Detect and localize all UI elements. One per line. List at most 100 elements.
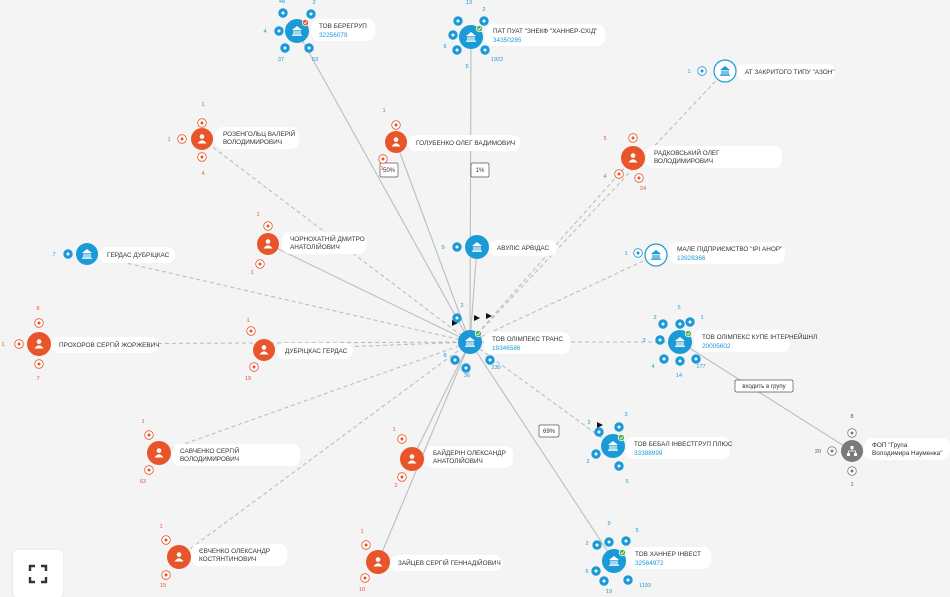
edge-zaits-center[interactable] [377,341,471,563]
node-label-box [425,446,513,468]
node-count: 6 [36,306,39,312]
edge-baid-center[interactable] [411,341,471,460]
node-count: 7 [52,252,55,258]
node-count: 9 [441,245,444,251]
node-label-box [484,332,570,354]
node-circle[interactable] [257,233,279,255]
node-count: 15 [160,583,166,589]
node-count: 2 [586,459,589,465]
edge-olimp-fop[interactable] [679,341,853,452]
company-icon [651,250,661,260]
node-circle[interactable] [253,339,275,361]
edge-gerdas2-center[interactable] [263,341,471,351]
node-count: 4 [651,364,654,370]
fullscreen-button[interactable] [13,550,63,597]
node-count: 1 [201,102,204,108]
node-count: 10 [359,587,365,593]
edge-gerdas1-center[interactable] [86,253,471,343]
edges-layer [38,30,853,563]
node-label-box [627,547,711,569]
node-circle[interactable] [191,128,213,150]
company-icon [472,242,482,252]
node-pat[interactable]: ПАТ ПУАТ "ЗНЕКФ "ХАННЕР-СХІД"34350285132… [443,0,605,70]
node-circle[interactable] [27,332,51,356]
node-label-box [408,135,520,151]
node-circle[interactable] [147,441,171,465]
node-count: 2 [653,315,656,321]
edge-label-text: 50% [383,168,396,174]
node-count: 1 [141,419,144,425]
edge-sevch-center[interactable] [178,341,471,558]
node-circle[interactable] [400,447,424,471]
node-circle[interactable] [465,235,489,259]
edge-savch-center[interactable] [158,341,471,454]
node-count: 1 [382,108,385,114]
edge-arrow [597,422,603,428]
node-label-box [172,444,300,466]
company-icon [465,337,475,347]
node-circle[interactable] [621,146,645,170]
node-label-box [646,146,782,168]
node-count: 1 [360,529,363,535]
node-label-box [669,242,785,264]
node-name: ТОВ БЕБАЛ ІНВЕСТГРУП ПЛЮС [634,441,733,448]
node-label-box [390,555,502,571]
node-name: ГЕРДАС ДУБРІЦКАС [107,252,170,259]
edge-pat-center[interactable] [469,36,472,343]
edge-bergrup-center[interactable] [296,30,471,343]
edge-azon-center[interactable] [469,70,726,343]
node-azon[interactable]: АТ ЗАКРИТОГО ТИПУ "АЗОН"1 [687,59,835,83]
node-circle[interactable] [385,131,407,153]
person-icon [259,345,269,355]
company-icon [608,441,618,451]
edge-khanner-center[interactable] [469,341,615,562]
node-count: 2 [482,7,485,13]
person-icon [373,557,383,567]
edge-avulis-center[interactable] [469,246,478,343]
edge-golub-center[interactable] [395,141,471,343]
edge-label-golub_center: 50% [379,162,399,178]
node-circle[interactable] [713,59,737,83]
edge-label-text: 1% [476,168,485,174]
edge-chorn-center[interactable] [267,243,471,343]
node-gerdas1[interactable]: ГЕРДАС ДУБРІЦКАС 7 [52,243,175,265]
edge-arrow [452,320,458,326]
node-count: 8 [443,353,446,359]
node-circle[interactable] [167,545,191,569]
node-count: 4 [603,174,606,180]
node-count: 14 [676,373,682,379]
edge-male-center[interactable] [469,254,657,343]
node-count: 1 [159,524,162,530]
node-circle[interactable] [644,243,668,267]
node-label-box [694,330,790,352]
node-label-box [277,343,353,359]
node-code: 20005602 [702,343,731,350]
node-count: 5 [625,479,628,485]
company-icon [466,32,476,42]
node-circle[interactable] [366,550,390,574]
node-label-box [311,19,375,41]
person-icon [407,454,417,464]
node-circle[interactable] [76,243,98,265]
node-label-box [99,247,175,263]
